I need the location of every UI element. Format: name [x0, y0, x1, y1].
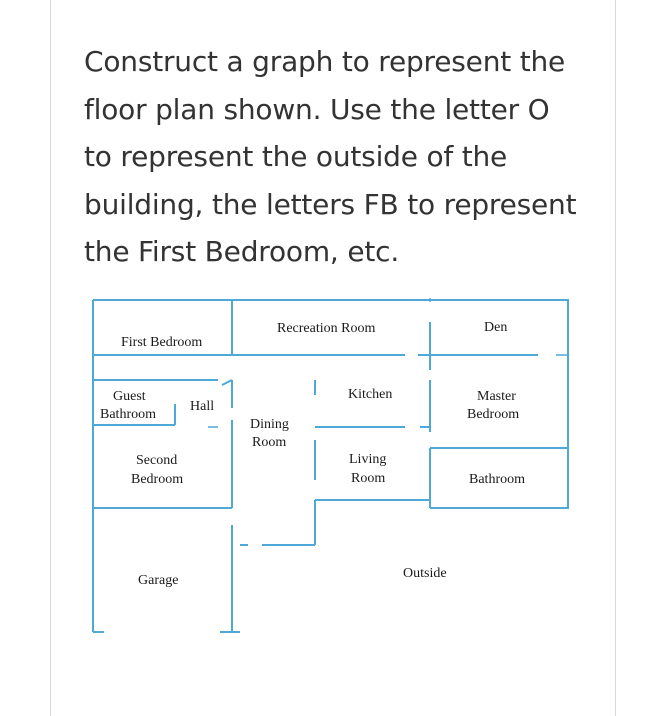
outside-label: Outside: [403, 566, 447, 581]
hall-label: Hall: [190, 399, 214, 414]
question-prompt: Construct a graph to represent the floor…: [84, 38, 594, 276]
question-card: [50, 0, 616, 716]
prompt-line: building, the letters FB to represent: [84, 187, 577, 221]
bathroom-label: Bathroom: [469, 472, 525, 487]
guest-bathroom-label-line1: Guest: [113, 389, 146, 404]
prompt-line: the First Bedroom, etc.: [84, 235, 400, 268]
prompt-line: Construct a graph to represent the: [84, 45, 566, 78]
den-label: Den: [484, 320, 507, 335]
living-room-label-line1: Living: [349, 452, 386, 467]
prompt-line: to represent the outside of the: [84, 140, 508, 173]
prompt-line: floor plan shown. Use the letter O: [84, 92, 550, 126]
second-bedroom-label-line1: Second: [136, 453, 177, 468]
floor-plan-walls: [92, 298, 569, 633]
garage-label: Garage: [138, 573, 178, 588]
first-bedroom-label: First Bedroom: [121, 335, 202, 350]
master-bedroom-label-line2: Bedroom: [467, 407, 519, 422]
guest-bathroom-label-line2: Bathroom: [100, 407, 156, 422]
floor-plan: First Bedroom Recreation Room Den Guest …: [92, 298, 569, 633]
second-bedroom-label-line2: Bedroom: [131, 472, 183, 487]
master-bedroom-label-line1: Master: [477, 389, 516, 404]
dining-room-label-line2: Room: [252, 435, 286, 450]
recreation-room-label: Recreation Room: [277, 321, 375, 336]
dining-room-label-line1: Dining: [250, 417, 289, 432]
living-room-label-line2: Room: [351, 471, 385, 486]
kitchen-label: Kitchen: [348, 387, 392, 402]
